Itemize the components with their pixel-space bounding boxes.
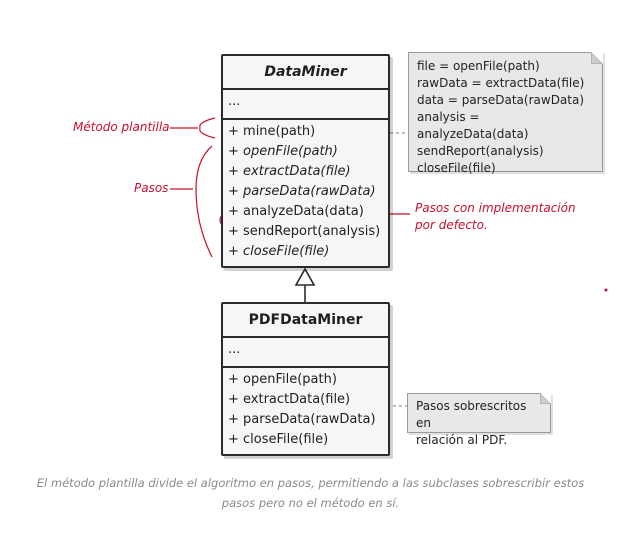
dataminer-class-name: DataMiner (223, 56, 388, 90)
pdfdataminer-class: PDFDataMiner ... + openFile(path) + extr… (221, 302, 390, 456)
dataminer-methods: + mine(path) + openFile(path) + extractD… (223, 120, 388, 262)
method-row: + sendReport(analysis) (228, 224, 381, 239)
note-line: data = parseData(rawData) (417, 93, 585, 107)
default-impl-label-line2: por defecto. (415, 218, 488, 232)
note-line: rawData = extractData(file) (417, 76, 585, 90)
method-row: + openFile(path) (228, 372, 337, 387)
method-row: + closeFile(file) (228, 432, 329, 447)
dataminer-class: DataMiner ... + mine(path) + openFile(pa… (221, 54, 390, 268)
method-row: + closeFile(file) (228, 244, 330, 259)
pdfdataminer-class-name: PDFDataMiner (223, 304, 388, 338)
steps-label: Pasos (134, 181, 169, 195)
template-method-label: Método plantilla (73, 120, 170, 134)
steps-brace (195, 145, 213, 258)
pdf-note-fold-corner (540, 393, 551, 404)
dataminer-fields: ... (223, 90, 388, 120)
note-line: analysis = analyzeData(data) (417, 110, 529, 141)
note-line: Pasos sobrescritos en (416, 399, 527, 430)
note-line: file = openFile(path) (417, 59, 540, 73)
pdfdataminer-methods: + openFile(path) + extractData(file) + p… (223, 368, 388, 450)
method-row: + analyzeData(data) (228, 204, 364, 219)
caption-line: pasos pero no el método en sí. (221, 496, 400, 510)
caption-line: El método plantilla divide el algoritmo … (36, 476, 585, 490)
inheritance-arrowhead (294, 267, 316, 286)
template-method-brace (199, 117, 216, 139)
method-row: + extractData(file) (228, 392, 351, 407)
method-row: + parseData(rawData) (228, 412, 376, 427)
method-row: + extractData(file) (228, 164, 351, 179)
method-row: + mine(path) (228, 124, 316, 139)
method-row: + parseData(rawData) (228, 184, 376, 199)
figure-caption: El método plantilla divide el algoritmo … (0, 473, 621, 513)
note-line: sendReport(analysis) (417, 144, 544, 158)
red-dot (604, 288, 608, 292)
template-method-note: file = openFile(path) rawData = extractD… (408, 52, 603, 175)
note-line: relación al PDF. (416, 433, 508, 447)
pdfdataminer-fields: ... (223, 338, 388, 368)
note-fold-corner (591, 52, 603, 64)
method-row: + openFile(path) (228, 144, 338, 159)
note-line: closeFile(file) (417, 161, 496, 175)
pdf-override-note: Pasos sobrescritos en relación al PDF. (407, 393, 551, 447)
default-impl-label-line1: Pasos con implementación (415, 201, 576, 215)
